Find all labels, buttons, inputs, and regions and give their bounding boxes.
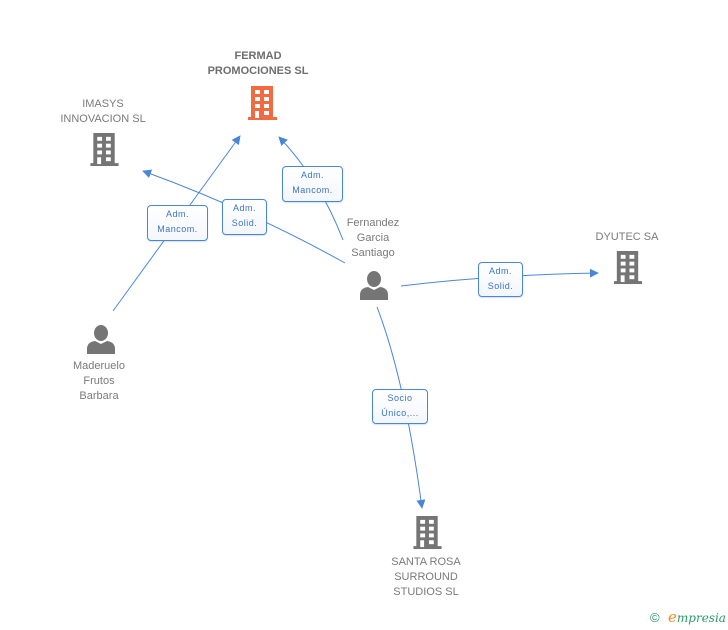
edge-label-maderuelo-fermad[interactable]: Adm. Mancom. [147, 205, 208, 241]
building-icon[interactable] [613, 251, 643, 285]
edge-label-line: Único,... [381, 408, 419, 418]
node-label-dyutec[interactable]: DYUTEC SA [582, 230, 672, 245]
node-label-line: INNOVACION SL [60, 113, 146, 125]
edge-label-fernandez-santarosa[interactable]: Socio Único,... [372, 389, 428, 424]
edge-label-line: Socio [387, 393, 413, 403]
brand-initial: e [668, 608, 677, 626]
building-icon[interactable] [248, 86, 277, 121]
edge-label-line: Adm. [488, 266, 512, 276]
node-label-line: SURROUND [394, 571, 458, 583]
node-label-line: FERMAD [234, 50, 282, 62]
edge-label-fernandez-dyutec[interactable]: Adm. Solid. [478, 262, 523, 297]
node-label-line: Frutos [83, 375, 115, 387]
edge-label-line: Mancom. [157, 224, 198, 234]
node-label-line: Santiago [351, 247, 395, 259]
node-label-maderuelo[interactable]: Maderuelo Frutos Barbara [49, 359, 149, 404]
node-label-line: Barbara [79, 390, 119, 402]
edge-label-line: Solid. [487, 281, 514, 291]
node-label-line: STUDIOS SL [393, 586, 459, 598]
node-label-line: PROMOCIONES SL [207, 65, 309, 77]
edge-label-line: Solid. [231, 218, 258, 228]
edge-label-line: Adm. [232, 203, 256, 213]
edge-label-line: Mancom. [292, 185, 333, 195]
node-label-line: Maderuelo [73, 360, 125, 372]
node-label-line: SANTA ROSA [391, 556, 461, 568]
edge-label-fernandez-fermad[interactable]: Adm. Mancom. [282, 166, 343, 202]
node-label-line: Fernandez [346, 217, 400, 229]
brand-rest: mpresia [676, 611, 726, 625]
copyright-icon: © [650, 610, 660, 625]
person-icon[interactable] [360, 271, 388, 300]
node-label-line: DYUTEC SA [595, 231, 659, 243]
edge-label-line: Adm. [300, 170, 324, 180]
node-label-imasys[interactable]: IMASYS INNOVACION SL [48, 97, 158, 127]
node-label-santarosa[interactable]: SANTA ROSA SURROUND STUDIOS SL [366, 555, 486, 600]
edge-label-fernandez-imasys[interactable]: Adm. Solid. [222, 199, 267, 235]
building-icon[interactable] [90, 133, 119, 167]
node-label-line: IMASYS [82, 98, 124, 110]
edge-label-line: Adm. [165, 209, 189, 219]
person-icon[interactable] [87, 325, 115, 354]
node-label-fermad[interactable]: FERMAD PROMOCIONES SL [198, 49, 318, 79]
empresia-logo[interactable]: empresia [668, 608, 726, 626]
node-label-fernandez[interactable]: Fernandez Garcia Santiago [323, 216, 423, 261]
node-label-line: Garcia [356, 232, 390, 244]
building-icon[interactable] [413, 516, 442, 550]
